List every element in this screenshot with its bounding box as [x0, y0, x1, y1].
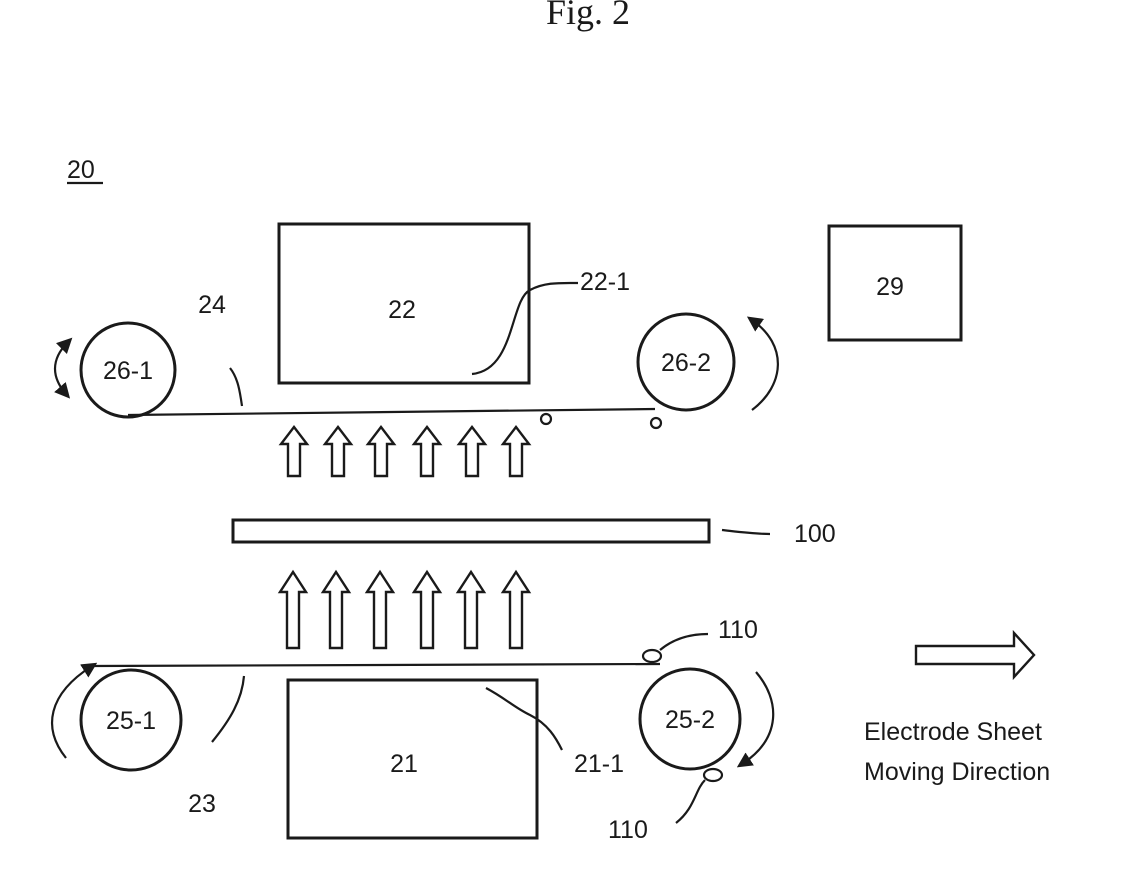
upward-arrow	[458, 572, 484, 648]
roller-26-1-label: 26-1	[103, 357, 153, 385]
particle-110-top	[643, 650, 661, 662]
upward-arrow	[414, 572, 440, 648]
particle-110-top-label: 110	[718, 616, 758, 644]
upward-arrow	[323, 572, 349, 648]
roller-26-2-label: 26-2	[661, 349, 711, 377]
roller-26-2-rotation-arrow	[752, 320, 778, 410]
upward-arrow	[503, 427, 529, 476]
upper-unit-label: 22	[388, 296, 416, 324]
upper-arrow-row	[281, 427, 529, 476]
upward-arrow	[414, 427, 440, 476]
upward-arrow	[281, 427, 307, 476]
electrode-sheet-label: 100	[794, 520, 836, 548]
direction-text-line-1: Electrode Sheet	[864, 718, 1042, 746]
roller-25-2-label: 25-2	[665, 706, 715, 734]
particle-upper-2	[651, 418, 661, 428]
roller-25-1-label: 25-1	[106, 707, 156, 735]
surface-22-1-leader	[472, 283, 578, 374]
roller-25-2-rotation-arrow	[742, 672, 773, 764]
unit-29-label: 29	[876, 273, 904, 301]
upper-belt-label: 24	[198, 291, 226, 319]
surface-21-1-leader	[486, 688, 562, 750]
electrode-sheet-leader	[722, 530, 770, 534]
upward-arrow	[280, 572, 306, 648]
lower-belt-23	[90, 664, 660, 666]
upward-arrow	[325, 427, 351, 476]
surface-21-1-label: 21-1	[574, 750, 624, 778]
device-reference-label: 20	[67, 156, 95, 184]
lower-belt-label: 23	[188, 790, 216, 818]
upward-arrow	[503, 572, 529, 648]
particle-110-bottom-leader	[676, 780, 705, 823]
lower-unit-label: 21	[390, 750, 418, 778]
lower-belt-leader	[212, 676, 244, 742]
particle-upper-1	[541, 414, 551, 424]
surface-22-1-label: 22-1	[580, 268, 630, 296]
particle-110-top-leader	[660, 634, 708, 650]
upper-belt-24	[128, 409, 655, 415]
particle-110-bottom	[704, 769, 722, 781]
direction-text-line-2: Moving Direction	[864, 758, 1050, 786]
electrode-sheet-100	[233, 520, 709, 542]
lower-arrow-row	[280, 572, 529, 648]
moving-direction-arrow	[916, 633, 1034, 677]
roller-26-1-rotation-arrow	[55, 342, 68, 394]
particle-110-bottom-label: 110	[608, 816, 648, 844]
upward-arrow	[368, 427, 394, 476]
upper-belt-leader	[230, 368, 242, 406]
upward-arrow	[459, 427, 485, 476]
figure-title: Fig. 2	[546, 0, 630, 32]
upward-arrow	[367, 572, 393, 648]
